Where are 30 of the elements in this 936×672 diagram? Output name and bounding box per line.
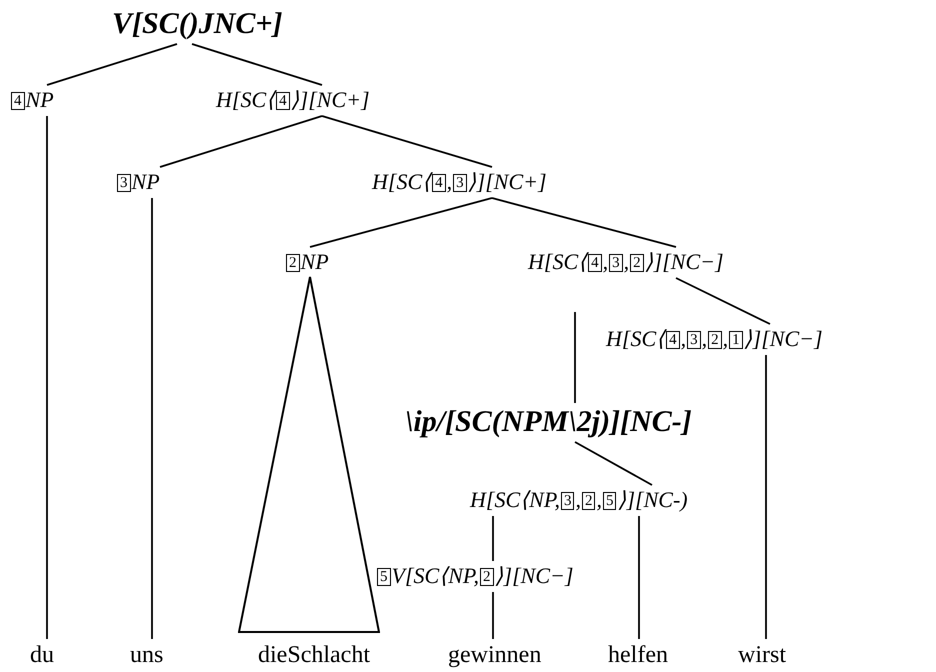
- tree-branch-line: [192, 43, 322, 86]
- category-label: H[SC⟨4,3,2,1⟩][NC−]: [606, 325, 823, 353]
- tree-branch-line: [676, 277, 770, 325]
- word-label: gewinnen: [448, 640, 542, 670]
- category-label: V[SC()JNC+]: [112, 6, 283, 42]
- category-label: H[SC⟨4,3⟩][NC+]: [372, 168, 547, 196]
- word-label: uns: [130, 640, 164, 670]
- category-label: H[SC⟨4,3,2⟩][NC−]: [528, 248, 724, 276]
- tree-branch-line: [574, 312, 576, 403]
- tree-branch-line: [765, 355, 767, 639]
- tree-branch-line: [322, 115, 492, 168]
- tree-branch-line: [46, 116, 48, 639]
- word-label: du: [30, 640, 54, 670]
- subtree-triangle: [238, 276, 380, 633]
- tree-branch-line: [492, 197, 676, 248]
- category-label: 4NP: [10, 86, 54, 114]
- tree-branch-line: [638, 516, 640, 639]
- category-label: \ip/[SC(NPM\2j)][NC-]: [405, 404, 692, 440]
- word-label: wirst: [738, 640, 786, 670]
- tree-branch-line: [492, 516, 494, 561]
- word-label: dieSchlacht: [258, 640, 370, 670]
- word-label: helfen: [608, 640, 668, 670]
- tree-branch-line: [492, 592, 494, 639]
- category-label: H[SC⟨NP,3,2,5⟩][NC-): [470, 486, 688, 514]
- category-label: H[SC⟨4⟩][NC+]: [216, 86, 370, 114]
- tree-branch-line: [574, 441, 652, 486]
- tree-branch-line: [46, 43, 178, 86]
- tree-branch-line: [160, 115, 322, 168]
- tree-branch-line: [151, 198, 153, 639]
- tree-branch-line: [310, 197, 492, 248]
